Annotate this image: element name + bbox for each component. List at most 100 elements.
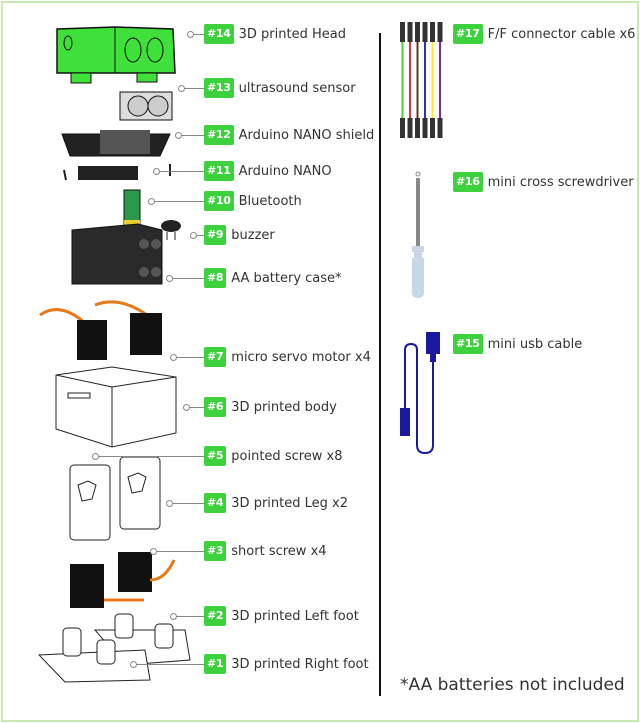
part-name: Arduino NANO shield bbox=[238, 127, 375, 143]
leader-line bbox=[172, 503, 204, 504]
cable-connector bbox=[437, 22, 443, 42]
leader-line bbox=[196, 235, 204, 236]
part-number-badge: #15 bbox=[453, 334, 483, 354]
feet-illustration bbox=[37, 613, 191, 683]
part-name: ultrasound sensor bbox=[238, 80, 356, 96]
part-number-badge: #12 bbox=[204, 125, 234, 145]
cable-connector bbox=[407, 118, 413, 138]
column-divider bbox=[379, 33, 381, 696]
part-number-badge: #2 bbox=[204, 606, 227, 626]
nano-shield-illustration bbox=[61, 130, 171, 157]
part-name: F/F connector cable x6 bbox=[487, 26, 636, 42]
arduino-nano-illustration bbox=[63, 164, 171, 181]
leader-line bbox=[172, 278, 204, 279]
leader-line bbox=[98, 456, 204, 457]
leader-line bbox=[176, 357, 204, 358]
cable-connector bbox=[430, 118, 435, 138]
part-name: pointed screw x8 bbox=[231, 448, 343, 464]
leader-line bbox=[156, 551, 204, 552]
part-name: 3D printed Leg x2 bbox=[231, 495, 348, 511]
body-illustration bbox=[55, 366, 177, 448]
cable-connector bbox=[437, 118, 443, 138]
part-name: mini usb cable bbox=[487, 336, 583, 352]
cable-connector bbox=[422, 118, 428, 138]
leader-line bbox=[181, 135, 204, 136]
leader-line bbox=[136, 664, 204, 665]
buzzer-illustration bbox=[161, 220, 181, 240]
part-name: 3D printed Head bbox=[238, 26, 346, 42]
part-number-badge: #13 bbox=[204, 78, 234, 98]
cable-wire bbox=[401, 42, 404, 118]
cable-connector bbox=[400, 118, 405, 138]
leader-line bbox=[176, 616, 204, 617]
cable-connector bbox=[415, 118, 420, 138]
cable-wire bbox=[424, 42, 426, 118]
part-name: short screw x4 bbox=[231, 543, 327, 559]
legs-illustration bbox=[69, 456, 161, 541]
screwdriver-illustration bbox=[412, 171, 424, 298]
cable-connector bbox=[430, 22, 435, 42]
part-number-badge: #9 bbox=[204, 225, 227, 245]
lower-servos-illustration bbox=[70, 552, 176, 608]
part-number-badge: #10 bbox=[204, 191, 234, 211]
part-name: Arduino NANO bbox=[238, 163, 332, 179]
part-number-badge: #6 bbox=[204, 397, 227, 417]
part-number-badge: #11 bbox=[204, 161, 234, 181]
head-illustration bbox=[56, 26, 176, 84]
servo-motors-illustration bbox=[39, 300, 162, 360]
part-number-badge: #14 bbox=[204, 24, 234, 44]
part-number-badge: #16 bbox=[453, 172, 483, 192]
part-number-badge: #1 bbox=[204, 654, 227, 674]
part-number-badge: #5 bbox=[204, 446, 227, 466]
leader-line bbox=[189, 407, 204, 408]
part-number-badge: #7 bbox=[204, 347, 227, 367]
part-name: buzzer bbox=[231, 227, 275, 243]
cable-connector bbox=[422, 22, 428, 42]
part-number-badge: #4 bbox=[204, 493, 227, 513]
cable-wire bbox=[409, 42, 411, 118]
leader-line bbox=[193, 34, 204, 35]
part-name: mini cross screwdriver bbox=[487, 174, 634, 190]
leader-line bbox=[154, 201, 204, 202]
part-number-badge: #17 bbox=[453, 24, 483, 44]
part-name: Bluetooth bbox=[238, 193, 302, 209]
cable-wire bbox=[416, 42, 419, 118]
part-name: micro servo motor x4 bbox=[231, 349, 371, 365]
cables-illustration bbox=[400, 22, 443, 138]
cable-connector bbox=[415, 22, 420, 42]
part-name: 3D printed Left foot bbox=[231, 608, 359, 624]
cable-wire bbox=[439, 42, 441, 118]
part-name: 3D printed body bbox=[231, 399, 337, 415]
cable-wire bbox=[431, 42, 434, 118]
leader-line bbox=[184, 88, 204, 89]
leader-line bbox=[159, 171, 204, 172]
ultrasound-sensor-illustration bbox=[119, 91, 173, 121]
bluetooth-illustration bbox=[123, 189, 141, 229]
part-name: 3D printed Right foot bbox=[231, 656, 369, 672]
part-number-badge: #8 bbox=[204, 268, 227, 288]
part-name: AA battery case* bbox=[231, 270, 342, 286]
cable-connector bbox=[400, 22, 405, 42]
usb-cable-illustration bbox=[400, 332, 440, 455]
part-number-badge: #3 bbox=[204, 541, 227, 561]
footnote: *AA batteries not included bbox=[400, 675, 625, 695]
battery-case-illustration bbox=[71, 223, 163, 285]
